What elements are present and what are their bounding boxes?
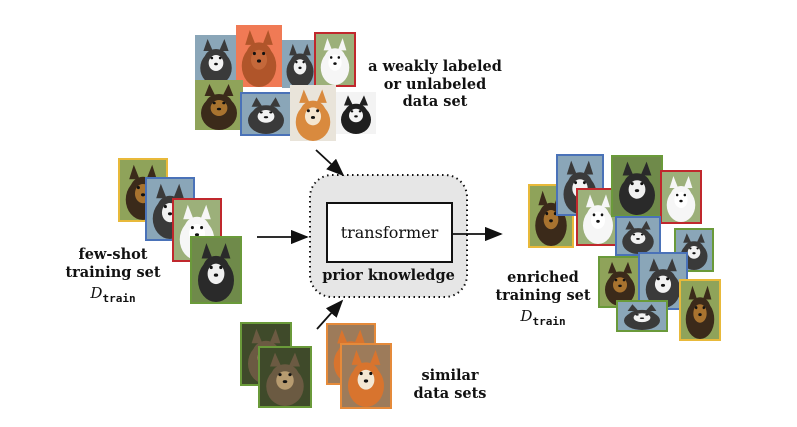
training-set-label: few-shot training set xyxy=(48,246,178,281)
enriched-symbol-d: D xyxy=(520,307,533,325)
arrow-unlabeled-to-prior xyxy=(315,149,345,177)
training-set-symbol: Dtrain xyxy=(48,284,178,305)
dog-photo xyxy=(240,92,292,136)
dog-photo xyxy=(336,92,376,134)
transformer-label: transformer xyxy=(340,223,439,242)
arrow-similar-to-prior xyxy=(316,299,344,330)
transformer-box xyxy=(326,202,453,263)
unlabeled-label-line2: or unlabeled xyxy=(383,75,487,93)
dog-photo xyxy=(598,256,642,308)
dog-photo xyxy=(290,85,336,141)
unlabeled-label-line1: a weakly labeled xyxy=(368,58,502,75)
dog-photo xyxy=(236,25,282,87)
training-symbol-sub: train xyxy=(102,292,136,305)
unlabeled-set-label: a weakly labeled or unlabeled data set xyxy=(365,58,505,111)
dog-photo xyxy=(195,35,237,85)
training-symbol-d: D xyxy=(90,284,103,302)
enriched-label-line1: enriched xyxy=(507,269,579,286)
dog-photo xyxy=(340,343,392,409)
dog-photo xyxy=(615,216,661,256)
dog-photo xyxy=(282,40,318,88)
dog-photo xyxy=(679,279,721,341)
dog-photo xyxy=(258,346,312,408)
enriched-symbol-sub: train xyxy=(532,315,566,328)
enriched-set-label: enriched training set xyxy=(483,269,603,304)
dog-photo xyxy=(616,300,668,332)
unlabeled-label-line3: data set xyxy=(402,93,468,111)
dog-photo xyxy=(660,170,702,224)
dog-photo xyxy=(195,80,243,130)
dog-photo xyxy=(611,155,663,217)
similar-label-line2: data sets xyxy=(413,384,487,402)
enriched-label-line2: training set xyxy=(495,286,591,304)
prior-knowledge-label: prior knowledge xyxy=(322,267,455,284)
similar-set-label: similar data sets xyxy=(395,367,505,402)
training-label-line2: training set xyxy=(65,263,161,281)
training-label-line1: few-shot xyxy=(78,246,148,263)
enriched-set-symbol: Dtrain xyxy=(483,307,603,328)
dog-photo xyxy=(314,32,356,87)
dog-photo xyxy=(190,236,242,304)
similar-label-line1: similar xyxy=(421,367,479,384)
